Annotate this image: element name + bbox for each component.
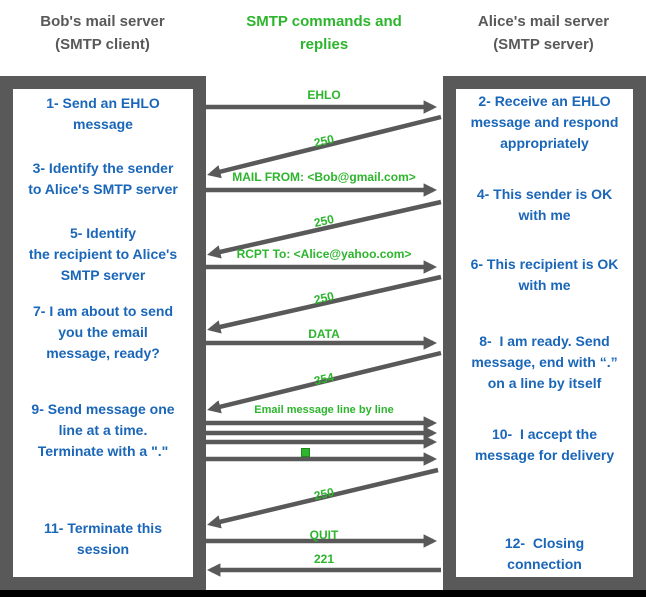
server-step-10: 10- I accept the message for delivery bbox=[474, 426, 615, 463]
server-step-8: 8- I am ready. Send message, end with “.… bbox=[471, 333, 618, 391]
label-data: DATA bbox=[308, 327, 340, 341]
server-step-6: 6- This recipient is OK with me bbox=[470, 256, 619, 293]
label-reply-221: 221 bbox=[313, 552, 335, 566]
center-column-title: SMTP commands and replies bbox=[246, 13, 402, 53]
label-reply-354: 354 bbox=[312, 369, 336, 389]
bottom-bar bbox=[0, 590, 646, 597]
label-rcpt-to: RCPT To: <Alice@yahoo.com> bbox=[236, 247, 412, 261]
label-mail-from: MAIL FROM: <Bob@gmail.com> bbox=[232, 170, 416, 184]
server-box: 2- Receive an EHLO message and respond a… bbox=[443, 76, 646, 590]
label-ehlo: EHLO bbox=[307, 88, 341, 102]
label-reply-250-2: 250 bbox=[312, 211, 336, 231]
label-quit: QUIT bbox=[309, 528, 339, 542]
client-box: 1- Send an EHLO message 3- Identify the … bbox=[0, 76, 206, 590]
client-step-3: 3- Identify the sender to Alice's SMTP s… bbox=[28, 160, 178, 197]
client-step-11: 11- Terminate this session bbox=[43, 520, 162, 557]
client-step-9: 9- Send message one line at a time. Term… bbox=[31, 401, 175, 459]
label-reply-250-4: 250 bbox=[312, 484, 336, 504]
server-step-12: 12- Closing connection bbox=[504, 535, 585, 572]
label-reply-250-1: 250 bbox=[312, 131, 336, 151]
client-step-1: 1- Send an EHLO message bbox=[46, 95, 160, 132]
label-reply-250-3: 250 bbox=[312, 288, 336, 308]
label-email-message-lines: Email message line by line bbox=[254, 404, 394, 416]
server-step-4: 4- This sender is OK with me bbox=[476, 186, 613, 223]
client-step-7: 7- I am about to send you the email mess… bbox=[32, 303, 173, 361]
server-column-title: Alice's mail server (SMTP server) bbox=[477, 13, 610, 53]
client-column-title: Bob's mail server (SMTP client) bbox=[40, 13, 165, 53]
server-step-2: 2- Receive an EHLO message and respond a… bbox=[470, 93, 619, 151]
client-step-5: 5- Identify the recipient to Alice's SMT… bbox=[28, 225, 178, 283]
dot-terminator-marker bbox=[301, 448, 310, 457]
